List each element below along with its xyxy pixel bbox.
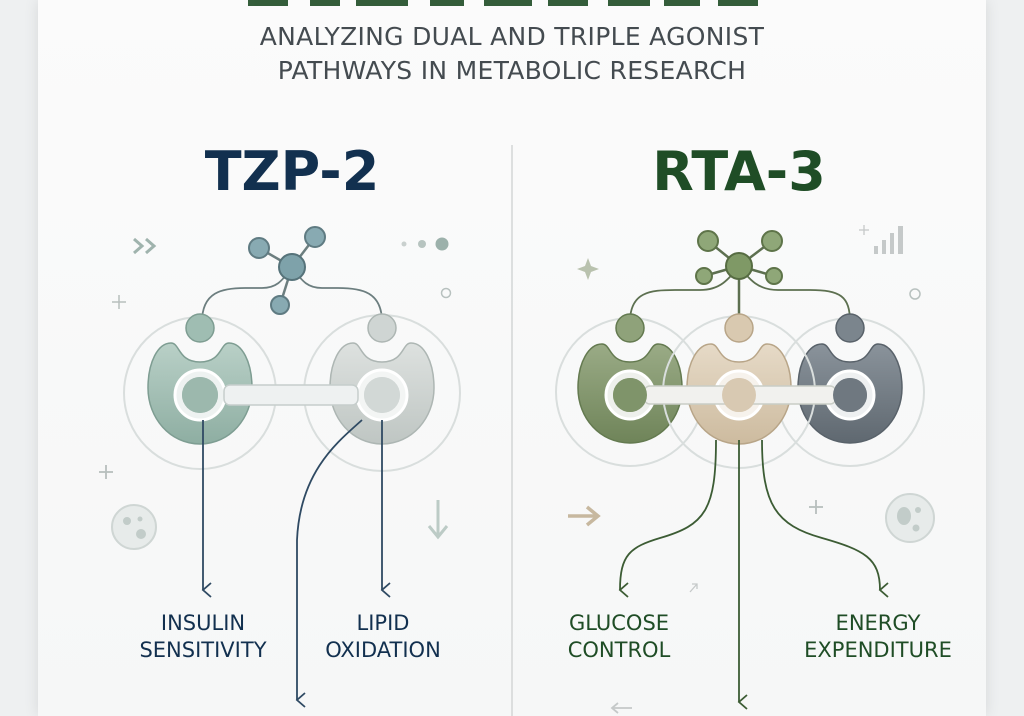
arrow-energy	[761, 439, 889, 598]
receptor-link-right	[613, 378, 867, 412]
arrow-long-left	[295, 419, 363, 708]
cropped-title-remnant	[248, 0, 758, 6]
subtitle-line-2: PATHWAYS IN METABOLIC RESEARCH	[278, 56, 747, 85]
star-icon	[577, 258, 599, 280]
sparkle-icon	[112, 295, 126, 309]
signal-bars-icon	[874, 226, 903, 254]
outcome-glucose-line1: GLUCOSE	[569, 611, 669, 635]
arrow-glucose	[618, 439, 717, 598]
down-arrow-icon	[427, 500, 449, 540]
outcome-energy-line1: ENERGY	[836, 611, 921, 635]
dots-icon	[401, 237, 449, 251]
outcome-glucose-line2: CONTROL	[568, 638, 671, 662]
outcome-insulin-line1: INSULIN	[161, 611, 245, 635]
ligand-molecule-right	[629, 230, 851, 323]
outcome-insulin-line2: SENSITIVITY	[139, 638, 266, 662]
outcome-lipid-line2: OXIDATION	[325, 638, 441, 662]
ring-dot-icon-right	[909, 288, 921, 300]
ligand-molecule-left	[201, 226, 383, 323]
subtitle-line-1: ANALYZING DUAL AND TRIPLE AGONIST	[260, 22, 765, 51]
cell-icon	[111, 504, 157, 550]
outcome-energy-line2: EXPENDITURE	[804, 638, 952, 662]
left-arrow-icon	[610, 702, 632, 714]
double-chevron-icon	[133, 237, 157, 255]
receptor-link-left	[182, 377, 400, 413]
cell-icon-right	[885, 493, 935, 543]
left-title: TZP-2	[205, 140, 380, 203]
plus-icon	[99, 465, 113, 479]
right-title: RTA-3	[652, 140, 826, 203]
right-arrow-icon	[568, 505, 601, 527]
outcome-lipid-line1: LIPID	[357, 611, 410, 635]
small-arrow-icon	[689, 583, 698, 593]
plus-small-icon	[859, 225, 869, 235]
plus-icon-right	[809, 500, 823, 514]
ring-dot-icon	[440, 287, 452, 299]
